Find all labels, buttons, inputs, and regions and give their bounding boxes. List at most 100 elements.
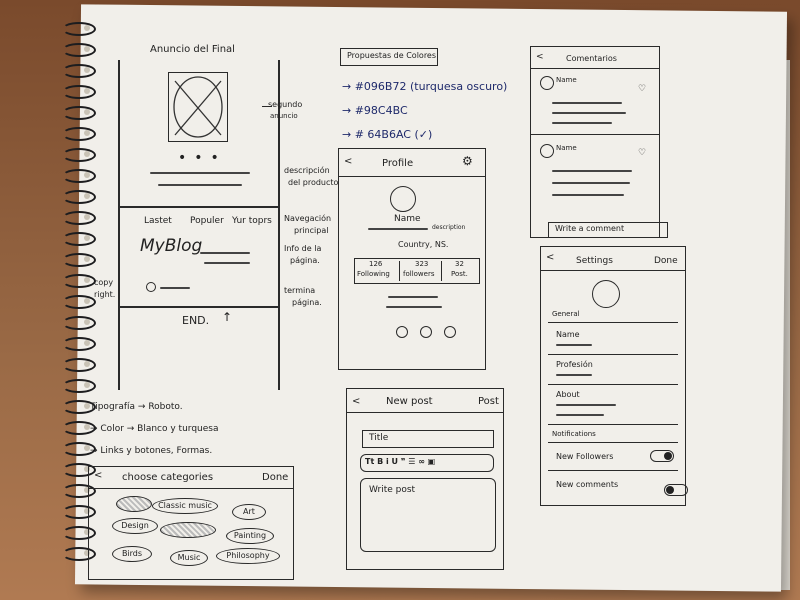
avatar [390, 186, 416, 212]
done-button[interactable]: Done [654, 256, 678, 266]
description-label: description [432, 224, 466, 231]
social-icon[interactable] [396, 326, 408, 338]
comment-line [552, 102, 622, 104]
comments-title: Comentarios [566, 54, 617, 63]
heart-icon[interactable]: ♡ [638, 84, 647, 94]
toolbar-icons: Tt B i U ❞ ☰ ∞ ▣ [365, 457, 436, 466]
category-chip[interactable]: Classic music [152, 498, 218, 514]
colors-title: Propuestas de Colores [347, 51, 437, 60]
annotation: página. [290, 256, 320, 265]
punch-hole [84, 403, 90, 409]
spiral-ring [62, 64, 96, 78]
field-value[interactable] [556, 374, 592, 376]
punch-hole [84, 466, 90, 472]
toggle-label: New comments [556, 480, 619, 489]
post-body-field[interactable]: Write post [360, 478, 496, 552]
row-divider [548, 424, 678, 426]
field-value[interactable] [556, 414, 604, 416]
note: → Color → Blanco y turquesa [90, 424, 219, 434]
avatar [540, 76, 554, 90]
section-label: General [552, 310, 580, 318]
info-line [204, 262, 250, 264]
title-field[interactable]: Title [362, 430, 494, 448]
stat-number: 323 [415, 260, 429, 268]
category-chip[interactable]: Music [170, 550, 208, 566]
category-chip[interactable]: Art [232, 504, 266, 520]
blog-logo: MyBlog [140, 236, 203, 256]
social-icon[interactable] [444, 326, 456, 338]
colors-title-box: Propuestas de Colores [340, 48, 438, 66]
spiral-ring [62, 463, 96, 477]
back-icon[interactable]: < [352, 396, 361, 407]
social-icon[interactable] [420, 326, 432, 338]
back-icon[interactable]: < [344, 156, 353, 167]
category-chip-selected[interactable] [160, 522, 216, 538]
spiral-ring [62, 400, 96, 414]
back-icon[interactable]: < [536, 52, 544, 62]
color-proposal: → # 64B6AC (✓) [342, 128, 433, 141]
annotation: página. [292, 298, 322, 307]
spiral-ring [62, 190, 96, 204]
note: → Links y botones, Formas. [90, 446, 213, 456]
punch-hole [84, 130, 90, 136]
avatar[interactable] [592, 280, 620, 308]
header-divider [88, 488, 294, 490]
categories-screen [88, 466, 294, 580]
category-chip[interactable]: Design [112, 518, 158, 534]
stat-label: Following [357, 270, 390, 278]
nav-item[interactable]: Lastet [144, 216, 172, 226]
gear-icon[interactable]: ⚙ [462, 154, 473, 168]
nav-item[interactable]: Yur toprs [232, 216, 272, 226]
row-divider [548, 442, 678, 444]
back-icon[interactable]: < [94, 470, 103, 481]
category-chip[interactable]: Birds [112, 546, 152, 562]
field-value[interactable] [556, 344, 592, 346]
spiral-ring [62, 85, 96, 99]
punch-hole [84, 340, 90, 346]
spiral-ring [62, 421, 96, 435]
toggle-knob [664, 452, 672, 460]
comment-input[interactable]: Write a comment [548, 222, 668, 238]
annotation: Navegación [284, 214, 332, 223]
toggle-switch[interactable] [650, 450, 674, 462]
category-chip[interactable]: Philosophy [216, 548, 280, 564]
row-divider [548, 354, 678, 356]
row-divider [548, 470, 678, 472]
avatar [540, 144, 554, 158]
bio-line [388, 296, 438, 298]
done-button[interactable]: Done [262, 472, 289, 483]
category-chip-selected[interactable] [116, 496, 152, 512]
post-button[interactable]: Post [478, 396, 499, 407]
stat-number: 126 [369, 260, 383, 268]
annotation: termina [284, 286, 316, 295]
nav-item[interactable]: Populer [190, 216, 224, 226]
field-label: Profesión [556, 360, 593, 369]
spiral-ring [62, 211, 96, 225]
row-divider [548, 384, 678, 386]
stats-box: 126 Following 323 followers 32 Post. [354, 258, 480, 284]
field-label: Name [556, 330, 580, 339]
format-toolbar[interactable]: Tt B i U ❞ ☰ ∞ ▣ [360, 454, 494, 472]
toggle-switch[interactable] [664, 484, 688, 496]
description-line [150, 172, 250, 174]
punch-hole [84, 88, 90, 94]
comment-line [552, 182, 630, 184]
heart-icon[interactable]: ♡ [638, 148, 647, 158]
end-label: END. [182, 314, 210, 327]
back-icon[interactable]: < [546, 252, 555, 263]
field-value[interactable] [556, 404, 616, 406]
annotation: del producto [288, 178, 339, 187]
spiral-ring [62, 442, 96, 456]
annotation-arrow [262, 106, 272, 107]
spiral-ring [62, 379, 96, 393]
color-proposal: → #096B72 (turquesa oscuro) [342, 80, 508, 93]
punch-hole [84, 277, 90, 283]
copyright-line [160, 287, 190, 289]
left-border-line [118, 60, 120, 390]
punch-hole [84, 529, 90, 535]
category-chip[interactable]: Painting [226, 528, 274, 544]
right-border-line [278, 60, 280, 390]
profile-screen [338, 148, 486, 370]
comment-placeholder: Write a comment [555, 224, 625, 233]
copyright-icon [146, 282, 156, 292]
